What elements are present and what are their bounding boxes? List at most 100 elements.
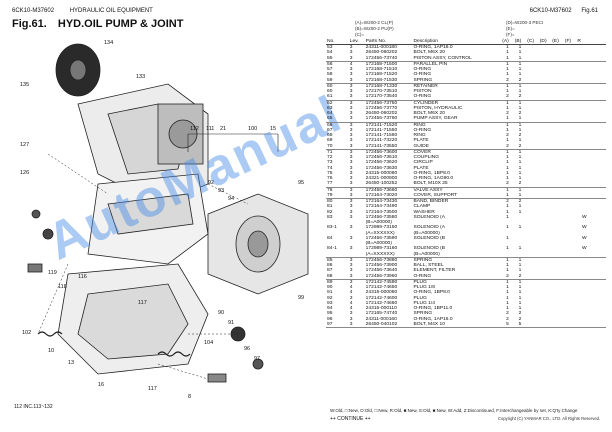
cell-description: SOLENOID (A	[413, 225, 445, 231]
cell-qty: 1	[506, 235, 509, 241]
cell-no: 92	[327, 295, 333, 301]
callout: 100	[248, 126, 257, 132]
cell-qty	[551, 77, 564, 84]
cell-qty	[538, 116, 552, 123]
cell-qty: 1	[518, 83, 522, 89]
cell-qty: 2	[518, 316, 522, 322]
cell-qty	[526, 251, 539, 258]
cell-qty: 1	[518, 100, 522, 106]
cell-qty: 1	[506, 83, 509, 89]
cell-no: 53	[327, 45, 333, 50]
cell-no: 79	[326, 192, 349, 199]
cell-qty	[563, 94, 577, 101]
cell-parts-no: 172141-73550	[364, 143, 413, 150]
cell-qty: 2	[518, 311, 522, 317]
callout: 117	[148, 386, 157, 392]
figure-number: Fig.61.	[12, 18, 47, 30]
cell-description: CYLINDER	[413, 100, 439, 106]
cell-remarks	[592, 143, 606, 150]
cell-no: 71	[327, 149, 333, 155]
cell-qty: 1	[506, 45, 509, 50]
cell-qty: 1	[506, 214, 509, 220]
cell-qty: 1	[506, 176, 509, 181]
cell-description: RING	[413, 133, 426, 138]
cell-qty	[538, 251, 552, 258]
cell-lev: 3	[349, 199, 353, 204]
cell-description: PLUG 1/8	[413, 285, 435, 290]
cell-lev: 3	[349, 263, 353, 268]
legend-line: (D)=W200-3 PECI	[506, 20, 544, 25]
cell-no	[326, 251, 349, 258]
cell-lev: 3	[349, 138, 353, 144]
cell-no: 63	[327, 105, 333, 111]
cell-qty	[526, 181, 539, 188]
cell-qty	[526, 273, 539, 280]
col-description: Description	[412, 38, 502, 45]
cell-parts-no: 24311-000160	[365, 316, 397, 322]
cell-no: 66	[327, 122, 333, 128]
cell-no: 60	[327, 89, 333, 94]
cell-r	[576, 94, 593, 101]
cell-qty: 1	[506, 155, 509, 160]
cell-no: 62	[327, 100, 333, 106]
cell-description: O-RING	[412, 273, 502, 280]
callout: 93	[218, 188, 224, 194]
cell-parts-no: 26450-060202	[365, 50, 398, 56]
col-no: No.	[326, 38, 349, 45]
cell-qty: 1	[518, 155, 522, 160]
cell-qty	[538, 321, 552, 328]
cell-lev: 3	[349, 204, 353, 210]
cell-parts-no: 172456-73630	[365, 165, 398, 171]
cell-description: BAND, BINDER	[413, 199, 449, 204]
cell-qty: 2	[518, 133, 522, 138]
legend-line: (C)=	[355, 31, 365, 37]
cell-parts-no: 172141-73220	[365, 138, 398, 144]
cell-no: 96	[327, 316, 333, 322]
cell-parts-no: 172168-71500	[365, 61, 398, 67]
figure-title: Fig.61. HYD.OIL PUMP & JOINT	[12, 18, 183, 30]
cell-lev: 3	[349, 100, 353, 106]
cell-qty: 1	[518, 279, 522, 285]
cell-parts-no: 172456-73610	[365, 155, 398, 160]
cell-qty: 2	[513, 94, 527, 101]
cell-description: COVER	[413, 149, 431, 155]
cell-lev: 3	[349, 311, 353, 317]
cell-parts-no: 172141-71520	[365, 122, 398, 128]
cell-r	[576, 321, 593, 328]
cell-lev: 3	[349, 246, 353, 252]
cell-no: 78	[327, 187, 333, 193]
cell-qty: 1	[518, 225, 522, 231]
cell-parts-no: 172456-73740	[364, 55, 413, 62]
cell-parts-no: 172168-71530	[364, 77, 413, 84]
cell-parts-no: 172170-73510	[365, 89, 398, 94]
cell-no: 73	[327, 160, 333, 166]
cell-no: 81	[327, 204, 333, 210]
cell-lev: 3	[348, 116, 365, 123]
cell-qty: 1	[506, 122, 509, 128]
cell-r	[576, 55, 593, 62]
cell-lev: 3	[349, 279, 353, 285]
cell-no: 56	[327, 61, 333, 67]
cell-qty	[551, 94, 564, 101]
cell-qty: 1	[518, 290, 522, 296]
cell-lev: 3	[349, 111, 353, 116]
cell-description: SPRING	[413, 257, 433, 263]
cell-parts-no: 172456-73660	[365, 187, 398, 193]
cell-parts-no: 172456-73900	[365, 263, 398, 268]
cell-description: ELEMENT, FILTER	[413, 268, 456, 274]
table-header-row: No. Lev. Parts No. Description (A) (B) (…	[326, 38, 606, 45]
cell-parts-no: 172168-71510	[365, 67, 398, 72]
cell-no: 90	[327, 285, 333, 290]
cell-description: (B=A00000)	[413, 230, 440, 236]
callout: 10	[48, 348, 54, 354]
cell-qty: 1	[506, 209, 509, 215]
